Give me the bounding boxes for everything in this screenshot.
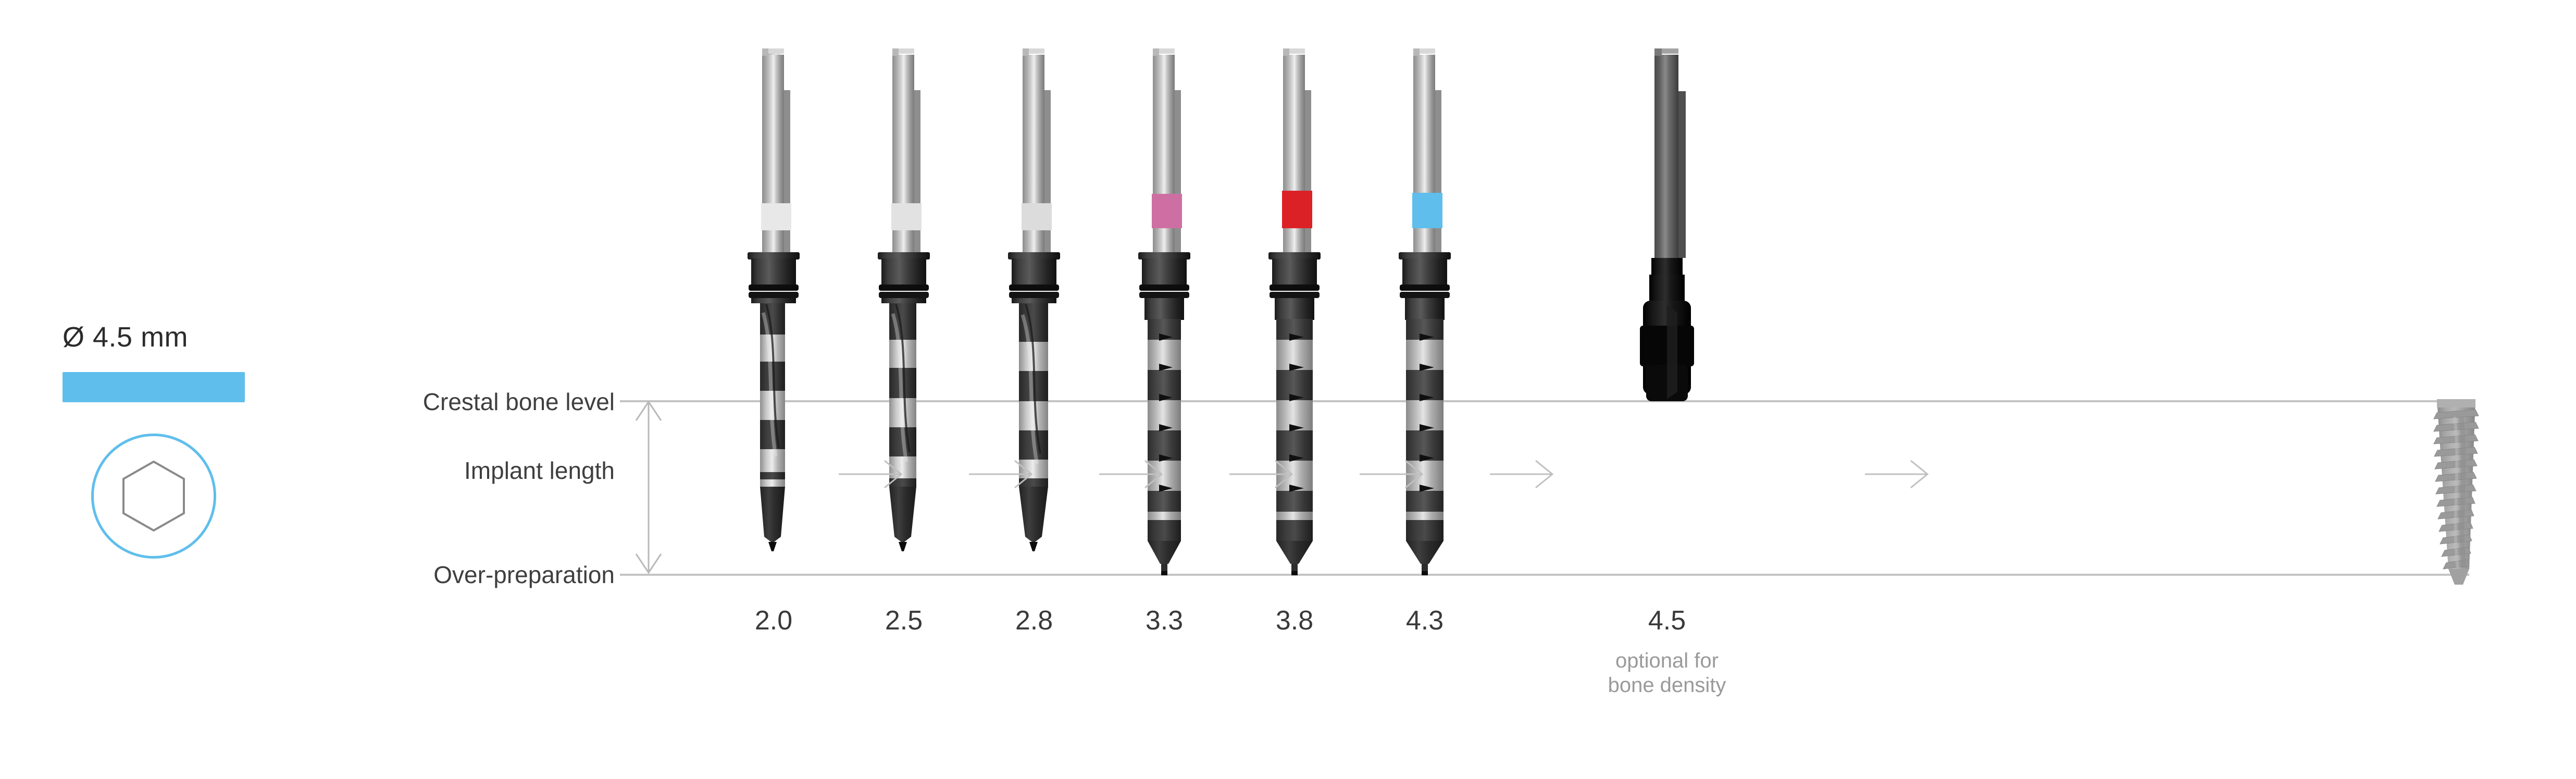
stepped-drill-3-3-graphic <box>1138 48 1190 575</box>
step-arrow-2 <box>969 460 1033 489</box>
color-code-swatch <box>63 372 245 402</box>
drill-size-label: 3.8 <box>1275 605 1314 636</box>
over-preparation-label: Over-preparation <box>433 561 615 588</box>
twist-drill-2-5-graphic <box>878 48 930 551</box>
legend-panel: Ø 4.5 mm <box>63 323 250 559</box>
drill-size-label: 3.3 <box>1145 605 1184 636</box>
step-arrow-6 <box>1490 460 1554 489</box>
color-ring <box>1152 194 1182 228</box>
row-label-column: Crestal bone level Implant length Over-p… <box>198 0 615 779</box>
color-ring <box>761 203 791 230</box>
step-arrow-5 <box>1360 460 1424 489</box>
color-ring <box>1022 203 1052 230</box>
implant-length-label: Implant length <box>464 457 615 484</box>
drill-size-label: 4.3 <box>1405 605 1444 636</box>
twist-drill-2-8-graphic <box>1008 48 1060 551</box>
over-preparation-line <box>620 574 2469 576</box>
crestal-bone-level-label: Crestal bone level <box>422 388 615 415</box>
implant-length-arrow <box>635 400 662 574</box>
stepped-drill-3-8-graphic <box>1268 48 1321 575</box>
drill-step-4[interactable]: 3.3 <box>1107 0 1222 657</box>
step-arrow-4 <box>1229 460 1293 489</box>
implant-diameter-label: Ø 4.5 mm <box>63 322 189 353</box>
color-ring <box>1412 193 1442 228</box>
step-arrow-7 <box>1865 460 1929 489</box>
drill-step-1[interactable]: 2.0 <box>716 0 831 657</box>
drill-size-label: 2.5 <box>885 605 923 636</box>
color-ring <box>1282 191 1312 228</box>
drill-size-label: 4.5 <box>1648 605 1686 636</box>
drill-step-optional-4-5[interactable]: 4.5 optional for bone density <box>1599 0 1735 697</box>
stepped-drill-4-3-graphic <box>1399 48 1451 575</box>
drill-size-label: 2.8 <box>1015 605 1053 636</box>
profile-drill-4-5-graphic <box>1640 48 1694 401</box>
dental-implant-graphic <box>2433 399 2479 585</box>
step-arrow-1 <box>839 460 903 489</box>
optional-note-label: optional for bone density <box>1608 649 1726 697</box>
drill-step-2[interactable]: 2.5 <box>847 0 961 657</box>
step-arrow-3 <box>1099 460 1163 489</box>
color-ring <box>891 203 922 230</box>
crestal-bone-level-line <box>620 400 2469 402</box>
drill-step-3[interactable]: 2.8 <box>977 0 1091 657</box>
twist-drill-2-0-graphic <box>748 48 800 551</box>
hex-outer-circle <box>91 434 216 559</box>
drill-size-label: 2.0 <box>754 605 793 636</box>
drill-step-5[interactable]: 3.8 <box>1237 0 1352 657</box>
hexagon-icon <box>122 460 185 532</box>
drill-step-6[interactable]: 4.3 <box>1367 0 1482 657</box>
hex-connection-graphic <box>91 434 216 559</box>
